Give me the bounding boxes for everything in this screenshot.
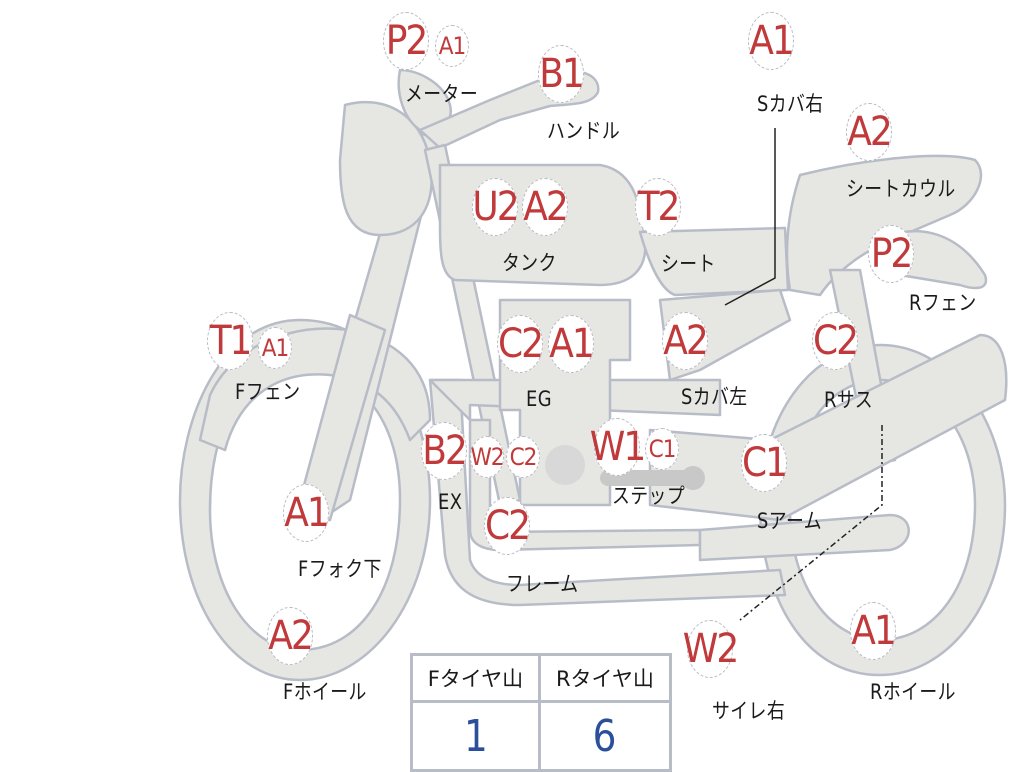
code-badge: A1 [435,25,469,67]
part-label: Fフェン [235,380,301,404]
code-badge: B2 [421,422,468,480]
front-tire-header: Fタイヤ山 [410,653,541,703]
leader-line-sidecover-right [724,128,776,306]
code-badge: C1 [645,428,679,470]
frame-lower-shape [428,378,787,607]
code-badge: A1 [283,484,330,542]
part-label: ステップ [612,484,686,508]
code-badge: C1 [741,434,788,492]
part-label: Sアーム [757,509,822,533]
part-label: EG [526,387,552,411]
code-badge: W1 [590,418,646,476]
part-label: サイレ右 [712,699,786,723]
code-badge: P2 [383,12,429,70]
code-badge: C2 [497,315,544,373]
code-badge: A2 [267,607,314,665]
code-badge: A1 [548,315,595,373]
code-badge: C2 [484,497,531,555]
code-badge: T2 [635,178,681,236]
code-badge: C2 [506,436,540,478]
code-badge: W2 [683,620,739,678]
rear-tire-header: Rタイヤ山 [537,653,673,703]
code-badge: A1 [850,602,897,660]
part-label: Rフェン [909,291,977,315]
tire-tread-table: Fタイヤ山 Rタイヤ山 1 6 [410,653,673,772]
part-label: シートカウル [846,177,956,201]
code-badge: C2 [812,312,859,370]
part-label: シート [661,252,716,276]
rear-tire-value: 6 [547,700,662,772]
code-badge: A1 [258,327,292,369]
part-label: EX [438,490,463,514]
part-label: Fフォク下 [298,557,382,581]
part-label: Sカバ左 [681,385,748,409]
code-badge: A1 [748,12,795,70]
swing-arm-shape [648,333,1008,522]
part-label: Fホイール [283,680,367,704]
part-label: Rホイール [870,680,956,704]
part-label: Sカバ右 [757,92,824,116]
code-badge: A2 [662,312,709,370]
code-badge: A2 [846,103,893,161]
code-badge: B1 [538,45,585,103]
code-badge: P2 [868,225,914,283]
front-tire-value: 1 [419,700,532,772]
engine-cover-shape [545,445,585,485]
part-label: Rサス [824,388,874,412]
part-label: ハンドル [547,119,621,143]
code-badge: A2 [522,178,569,236]
leader-line-silencer [739,425,883,621]
part-label: フレーム [506,572,579,596]
code-badge: W2 [470,436,505,478]
code-badge: T1 [207,312,253,370]
part-label: タンク [502,251,557,275]
part-label: メーター [405,82,479,106]
code-badge: U2 [472,178,520,236]
headlight-shape [338,100,433,237]
